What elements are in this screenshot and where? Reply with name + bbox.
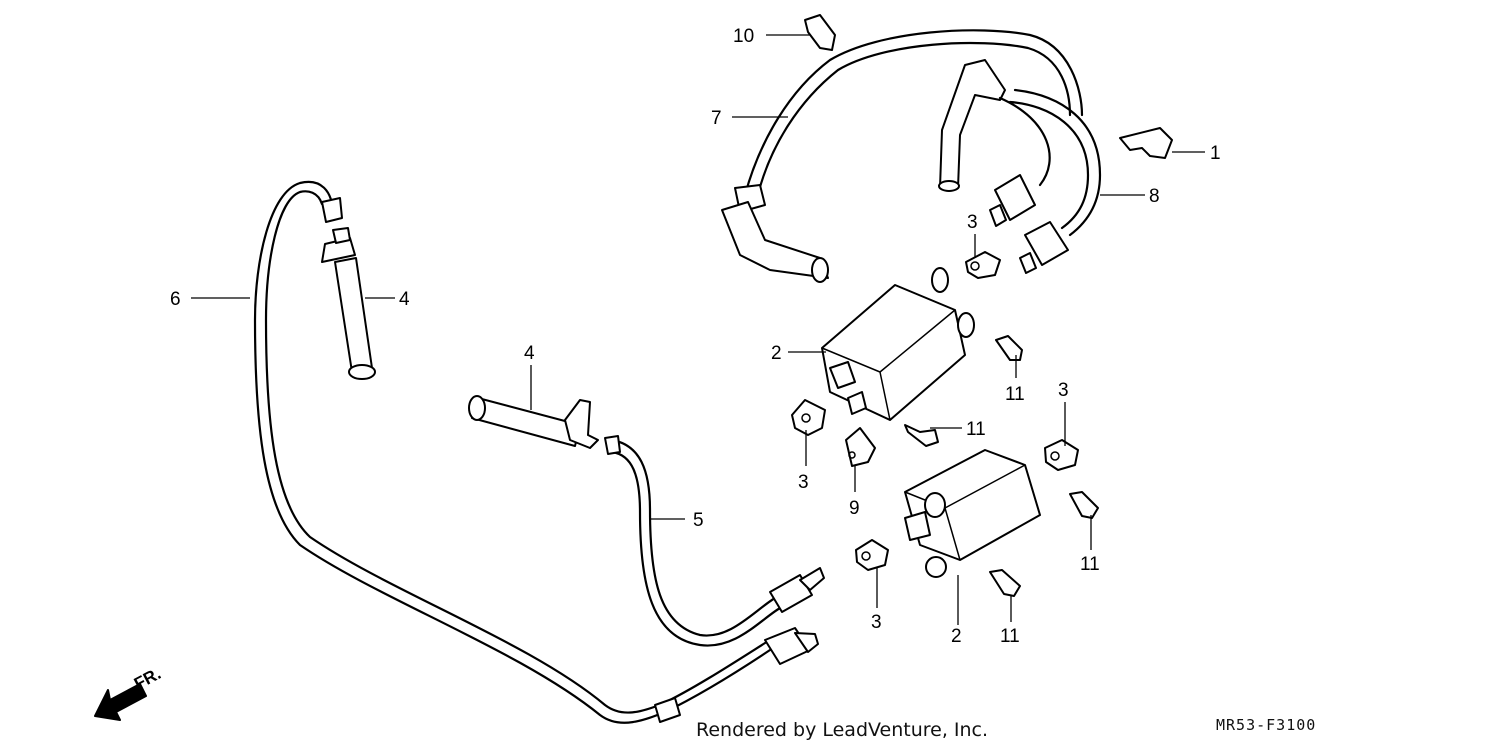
part-4-plug-cap-middle xyxy=(468,395,599,449)
callout-4-left: 4 xyxy=(399,289,410,310)
callout-11-c: 11 xyxy=(1080,554,1100,575)
part-4-plug-cap-left xyxy=(321,227,376,380)
part-3-clamp-b xyxy=(791,399,826,436)
footer-credit: Rendered by LeadVenture, Inc. xyxy=(696,719,989,741)
part-11-bolt-b xyxy=(904,424,939,447)
callout-11-a: 11 xyxy=(1005,384,1025,405)
callout-5: 5 xyxy=(693,510,704,531)
part-3-clamp-c xyxy=(1044,439,1079,471)
part-8-cord xyxy=(938,59,1102,274)
part-6-cord xyxy=(253,180,819,724)
callout-3-top: 3 xyxy=(967,212,978,233)
callout-6: 6 xyxy=(170,289,181,310)
part-3-clamp-a xyxy=(965,251,1001,279)
callout-11-d: 11 xyxy=(1000,626,1020,647)
callout-3-bottom: 3 xyxy=(871,612,882,633)
part-1-clamp xyxy=(1119,127,1173,159)
callout-7: 7 xyxy=(711,108,722,129)
callout-2-upper: 2 xyxy=(771,343,782,364)
part-9-bracket xyxy=(845,427,876,467)
callout-1: 1 xyxy=(1210,143,1221,164)
part-3-clamp-d xyxy=(855,539,889,571)
part-2-ignition-coil-upper xyxy=(821,267,975,421)
part-11-bolt-c xyxy=(1069,491,1099,519)
front-direction-arrow: FR. xyxy=(94,664,164,721)
callout-3-left: 3 xyxy=(798,472,809,493)
leader-lines xyxy=(191,34,1205,625)
callout-9: 9 xyxy=(849,498,860,519)
callout-labels: 1 2 2 3 3 3 3 4 4 5 6 7 8 9 10 11 11 11 … xyxy=(170,26,1221,647)
callout-3-right: 3 xyxy=(1058,380,1069,401)
callout-4-middle: 4 xyxy=(524,343,535,364)
part-11-bolt-a xyxy=(995,335,1023,361)
callout-11-b: 11 xyxy=(966,419,986,440)
part-7-cord xyxy=(721,29,1084,283)
callout-10: 10 xyxy=(733,26,754,47)
callout-2-lower: 2 xyxy=(951,626,962,647)
part-2-ignition-coil-lower xyxy=(904,449,1041,578)
part-11-bolt-d xyxy=(989,569,1021,597)
callout-8: 8 xyxy=(1149,186,1160,207)
diagram-code: MR53-F3100 xyxy=(1216,716,1317,734)
part-5-cord xyxy=(604,435,825,647)
part-10-clip xyxy=(804,14,836,51)
